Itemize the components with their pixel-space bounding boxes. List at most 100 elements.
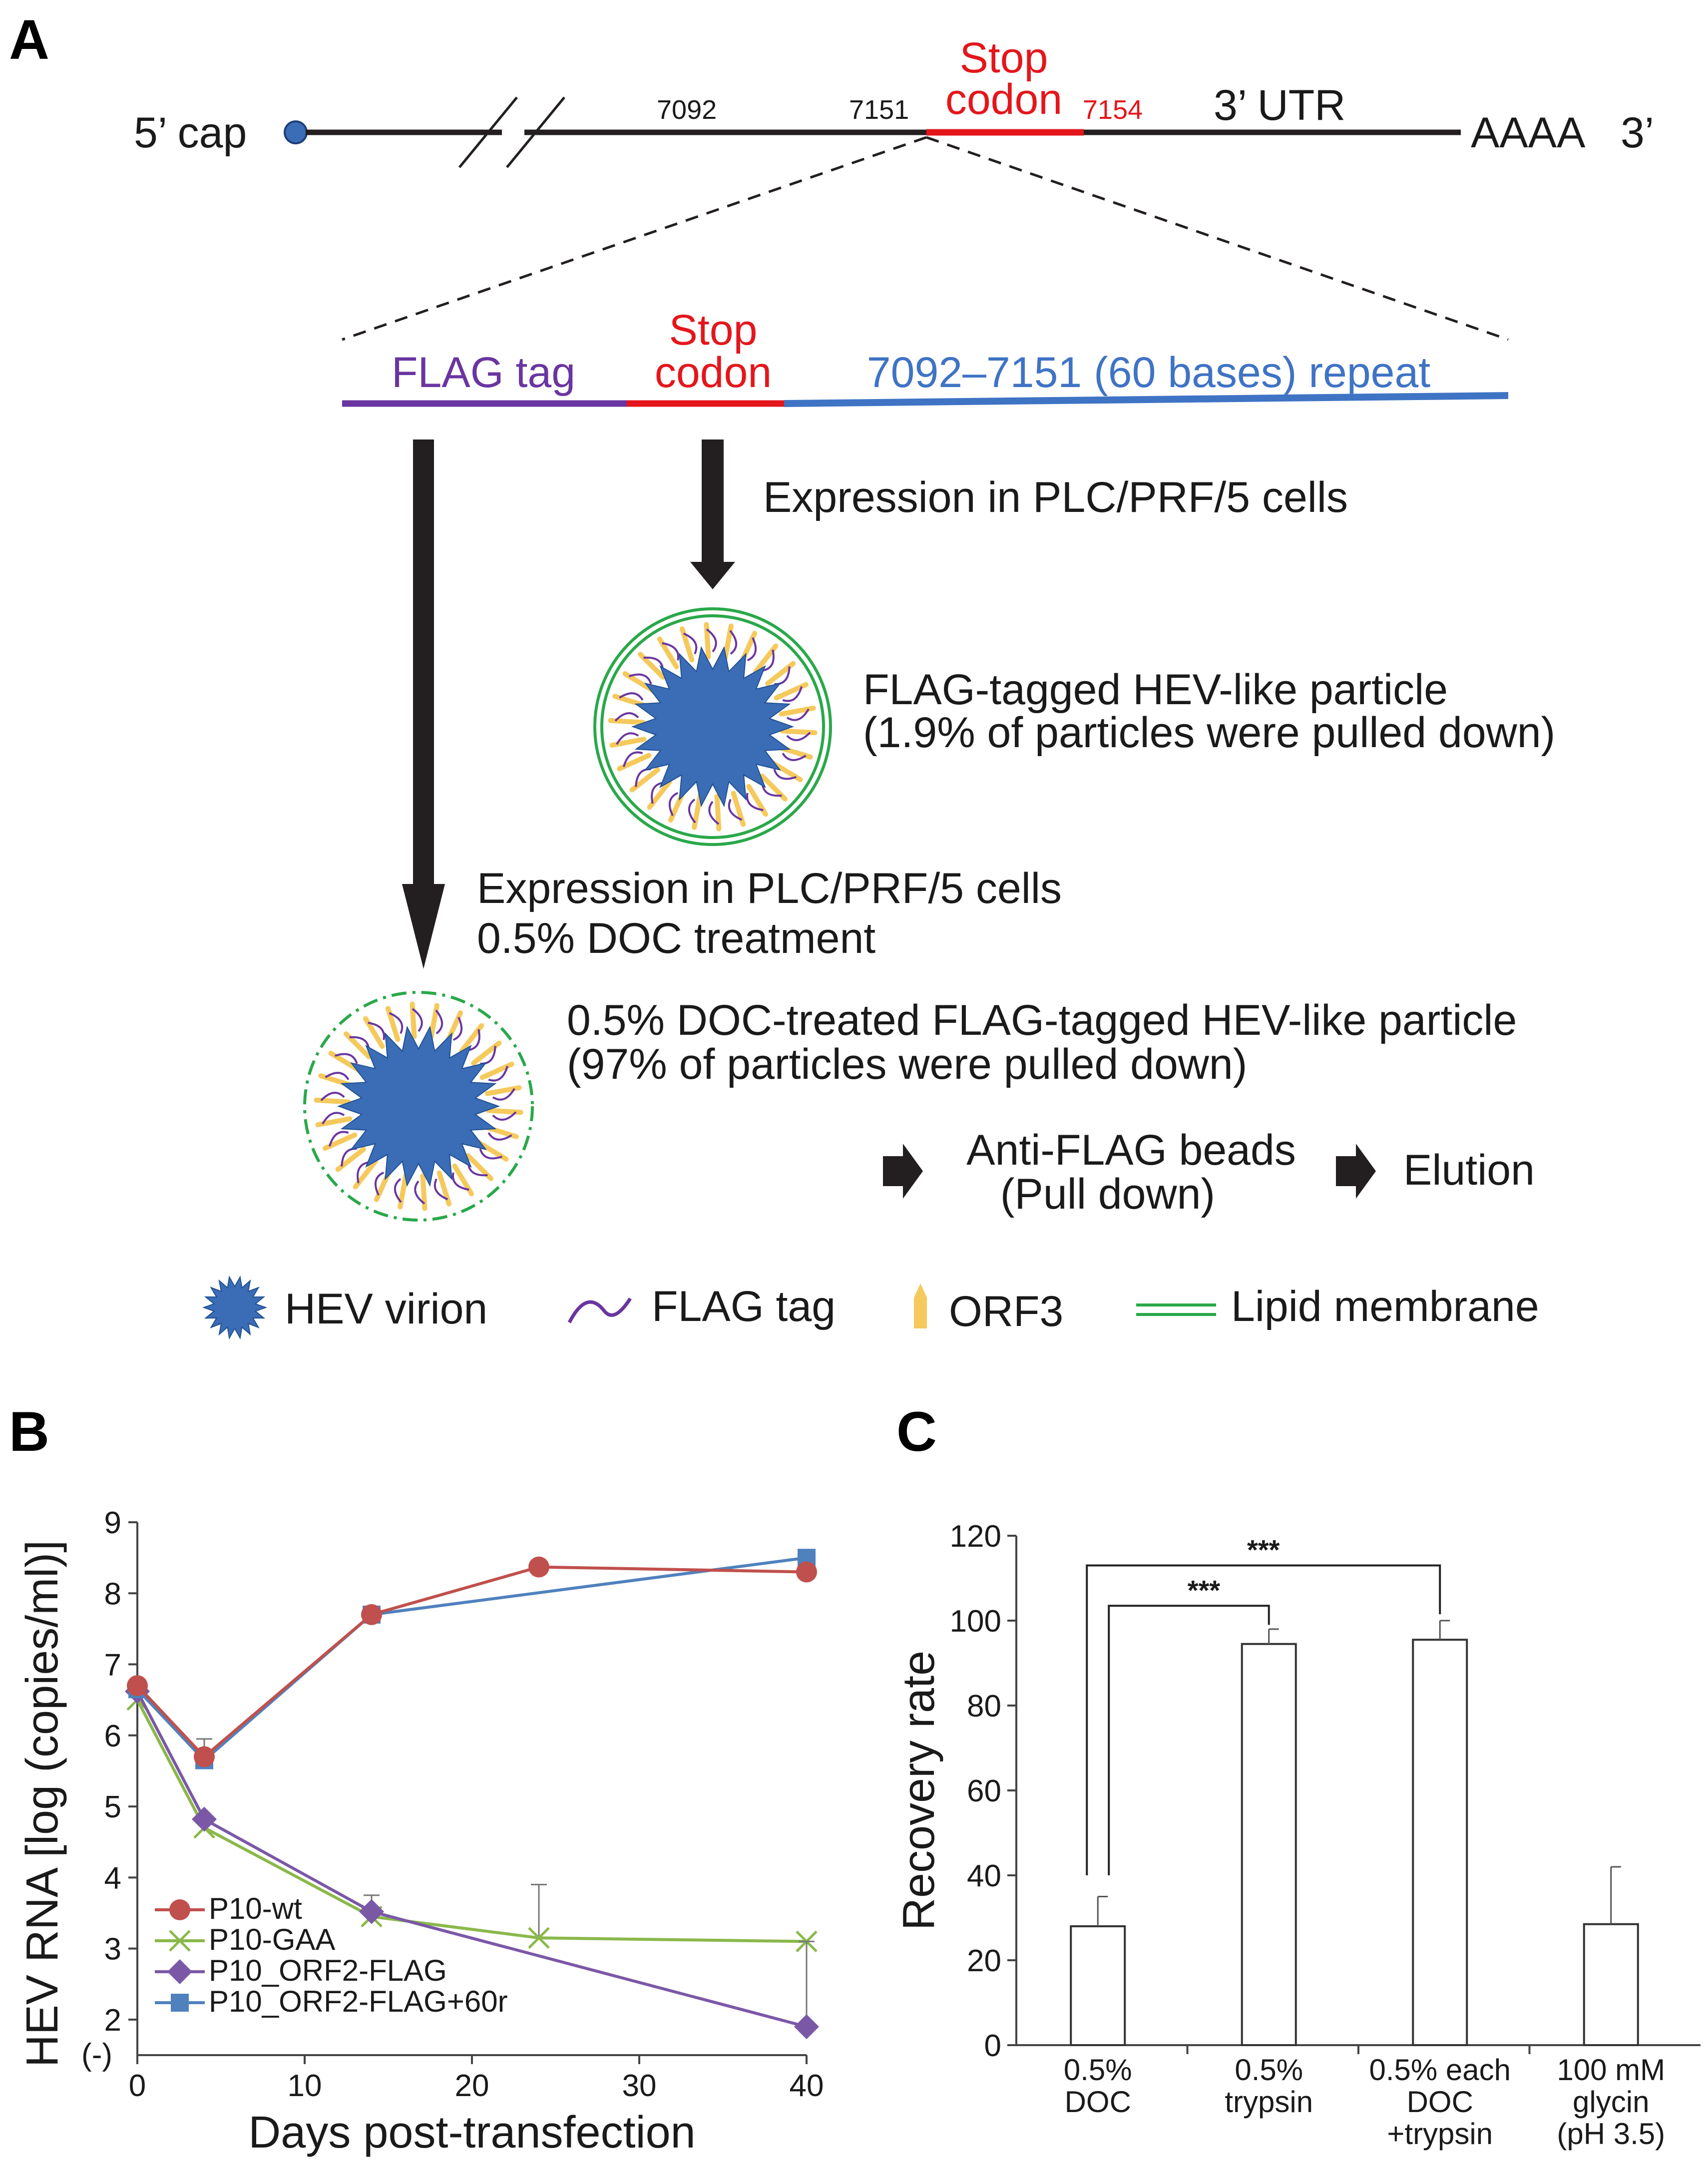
flag-tag bbox=[662, 642, 680, 661]
flag-tag bbox=[492, 1111, 517, 1121]
doc-treated-particle bbox=[303, 991, 534, 1222]
arrow-to-elution bbox=[1336, 1144, 1376, 1199]
y-tick-label: 60 bbox=[967, 1774, 1001, 1808]
break-mark-left bbox=[458, 96, 518, 168]
virion-core bbox=[337, 1025, 500, 1187]
flag-tag bbox=[706, 628, 717, 653]
flag-tag bbox=[492, 1088, 515, 1101]
x-axis-title: Days post-transfection bbox=[248, 2108, 695, 2158]
legend-virion-label: HEV virion bbox=[285, 1285, 487, 1333]
position-7154: 7154 bbox=[1083, 95, 1143, 125]
particle1-label-line1: FLAG-tagged HEV-like particle bbox=[863, 666, 1448, 714]
y-tick-label: 7 bbox=[104, 1648, 121, 1683]
data-point bbox=[528, 1556, 549, 1578]
flag-tag bbox=[357, 1161, 369, 1184]
flag-tag bbox=[328, 1131, 349, 1147]
flag-tag bbox=[374, 1171, 385, 1196]
particle1-label-line2: (1.9% of particles were pulled down) bbox=[863, 709, 1555, 757]
flag-tag bbox=[651, 782, 663, 804]
legend-label: P10-GAA bbox=[209, 1923, 335, 1956]
flag-tag bbox=[325, 1072, 350, 1080]
bar bbox=[1412, 1639, 1468, 2046]
flag-tag bbox=[619, 692, 644, 701]
flag-tag bbox=[435, 1009, 443, 1034]
series-line bbox=[136, 1565, 807, 1759]
significance-label: *** bbox=[1188, 1574, 1221, 1606]
position-7151: 7151 bbox=[849, 95, 909, 125]
flag-tag bbox=[322, 1112, 345, 1125]
arrow-to-beads bbox=[883, 1144, 923, 1199]
x-tick-label: 20 bbox=[455, 2069, 489, 2103]
particle2-label-line1: 0.5% DOC-treated FLAG-tagged HEV-like pa… bbox=[567, 996, 1517, 1044]
flag-tag bbox=[728, 799, 743, 821]
flag-tag bbox=[368, 1021, 386, 1040]
flow-arrows bbox=[402, 439, 735, 969]
category-label: DOC bbox=[1407, 2085, 1473, 2119]
lipid-membrane-outer bbox=[593, 607, 832, 846]
legend-flag-label: FLAG tag bbox=[652, 1283, 836, 1330]
cap-dot bbox=[284, 120, 308, 144]
y-tick-label: 4 bbox=[104, 1861, 121, 1895]
insert-construct: FLAG tag Stop codon 7092–7151 (60 bases)… bbox=[342, 306, 1508, 407]
flag-tag bbox=[479, 1148, 502, 1160]
repeat-segment bbox=[784, 392, 1508, 407]
expression-label-2-line1: Expression in PLC/PRF/5 cells bbox=[477, 865, 1062, 912]
category-label: DOC bbox=[1065, 2085, 1131, 2119]
pulldown-step: Anti-FLAG beads (Pull down) Elution bbox=[883, 1126, 1535, 1218]
flag-tag bbox=[729, 630, 738, 655]
five-prime-cap-label: 5’ cap bbox=[134, 109, 247, 157]
category-label: 100 mM bbox=[1557, 2053, 1665, 2087]
series-P10-wt bbox=[127, 1556, 817, 1767]
flag-tag bbox=[488, 1066, 509, 1082]
significance-label: *** bbox=[1247, 1534, 1280, 1566]
flag-tag bbox=[468, 1029, 480, 1051]
beads-label-line2: (Pull down) bbox=[1000, 1170, 1215, 1218]
flag-tag bbox=[747, 637, 757, 662]
y-tick-label: 6 bbox=[104, 1719, 121, 1753]
y-axis-title: HEV RNA [log (copies/ml)] bbox=[17, 1540, 67, 2067]
data-point bbox=[194, 1746, 215, 1767]
flag-tag bbox=[786, 708, 810, 721]
x-tick-label: 10 bbox=[288, 2069, 322, 2103]
legend-flag-icon bbox=[567, 1298, 632, 1323]
flag-tag bbox=[683, 632, 698, 655]
flag-tagged-particle bbox=[593, 607, 832, 846]
data-point bbox=[361, 1604, 382, 1625]
legend-orf3-label: ORF3 bbox=[949, 1288, 1063, 1335]
arrow-to-doc-particle bbox=[402, 884, 445, 969]
legend-membrane-label: Lipid membrane bbox=[1231, 1283, 1539, 1330]
y-axis-title: Recovery rate bbox=[894, 1651, 944, 1930]
category-label: 0.5% bbox=[1064, 2053, 1132, 2087]
flag-tag bbox=[782, 753, 807, 761]
flag-tag bbox=[708, 801, 720, 825]
flag-tag bbox=[746, 793, 764, 812]
stop-codon-label-bottom: codon bbox=[945, 75, 1062, 123]
y-tick-label: 3 bbox=[104, 1932, 121, 1967]
flag-tag bbox=[394, 1178, 402, 1203]
flag-tag bbox=[668, 792, 679, 817]
y-tick-label: 20 bbox=[967, 1944, 1001, 1978]
y-tick-label: 120 bbox=[950, 1519, 1001, 1554]
particle2-label-line2: (97% of particles were pulled down) bbox=[567, 1040, 1247, 1088]
y-tick-label: 2 bbox=[104, 2003, 121, 2038]
x-tick-label: 40 bbox=[790, 2069, 824, 2103]
stop-codon-label-top: Stop bbox=[960, 34, 1048, 82]
category-label: (pH 3.5) bbox=[1557, 2117, 1665, 2151]
utr-label: 3’ UTR bbox=[1214, 81, 1345, 129]
data-point bbox=[127, 1675, 148, 1697]
flag-tag bbox=[786, 732, 811, 741]
flag-tag bbox=[414, 1180, 426, 1205]
legend-label: P10-wt bbox=[209, 1892, 302, 1925]
expression-label-2-line2: 0.5% DOC treatment bbox=[477, 914, 875, 962]
series-line bbox=[136, 1691, 807, 2029]
legend-marker bbox=[169, 1930, 191, 1952]
lipid-membrane-inner bbox=[600, 614, 825, 839]
polya-label: AAAA bbox=[1471, 109, 1586, 157]
genome-diagram: 5’ cap 7092 7151 Stop codon 7154 3’ UTR … bbox=[134, 34, 1654, 341]
x-tick-label: 0 bbox=[129, 2069, 146, 2103]
flag-tag bbox=[412, 1008, 423, 1032]
flag-tag bbox=[616, 732, 639, 745]
